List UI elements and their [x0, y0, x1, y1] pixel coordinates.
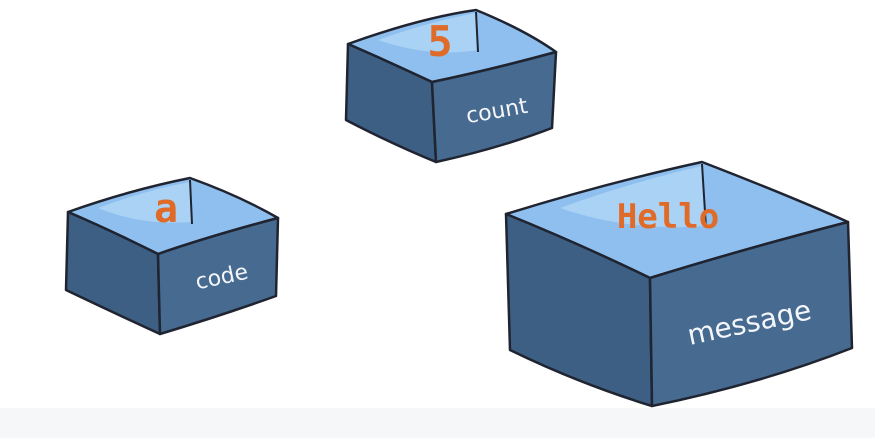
- message-box-front: [648, 220, 854, 408]
- message-box-inner-back: [560, 166, 706, 228]
- count-value: 5: [427, 17, 452, 66]
- code-box: a code: [64, 176, 280, 336]
- code-box-inner-back: [98, 182, 192, 223]
- message-box: Hello message: [504, 160, 854, 408]
- code-value: a: [154, 186, 178, 232]
- count-box: 5 count: [344, 8, 558, 164]
- count-box-front: [430, 50, 558, 164]
- bottom-band: [0, 408, 875, 438]
- count-box-inner-back: [378, 13, 478, 53]
- code-box-front: [156, 216, 280, 336]
- message-value: Hello: [617, 197, 719, 237]
